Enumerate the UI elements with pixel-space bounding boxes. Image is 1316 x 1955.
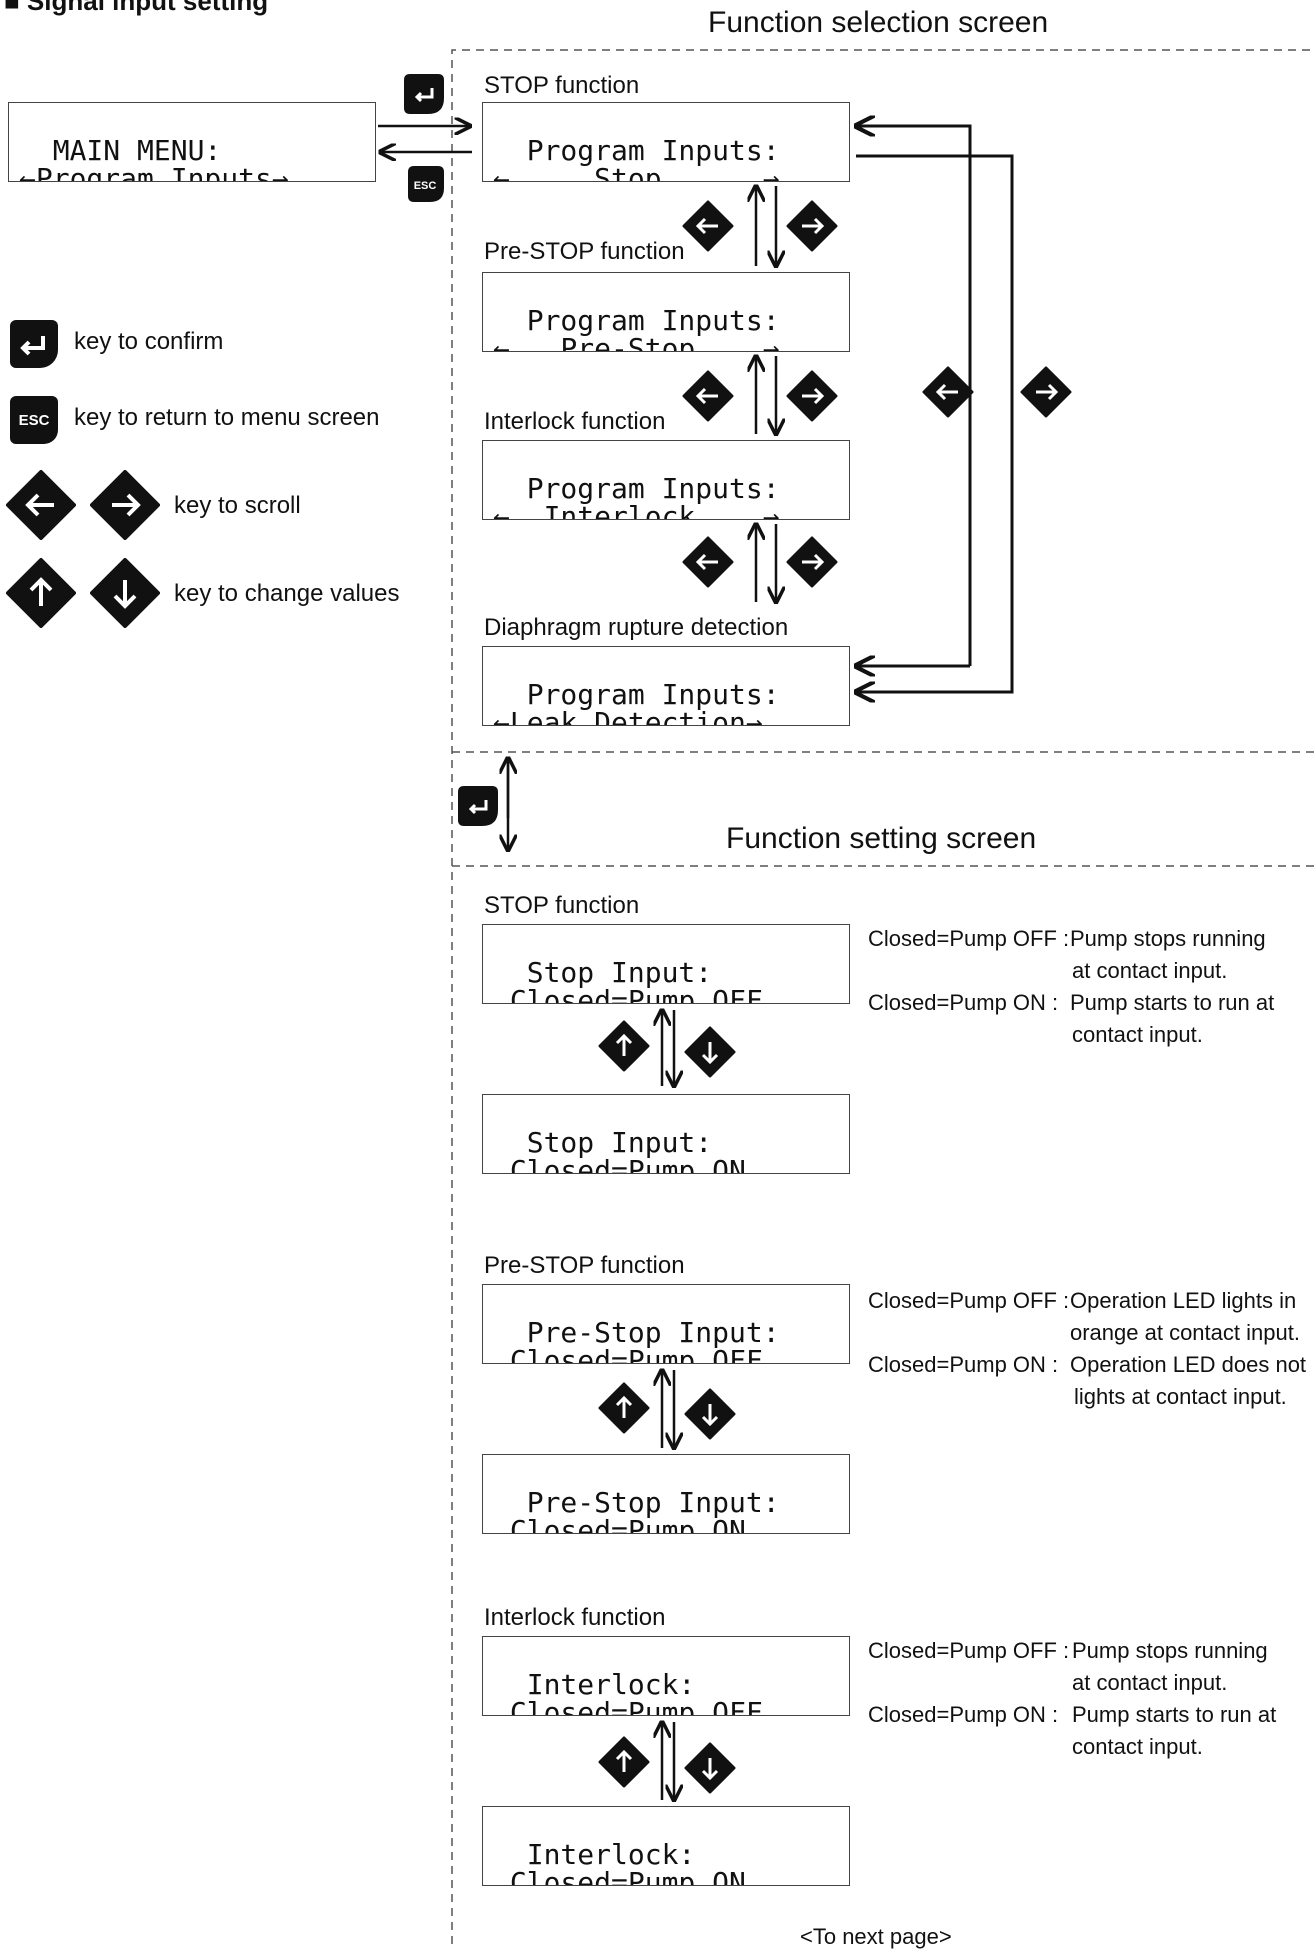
stop-desc-on-text2: contact input. [1072, 1022, 1203, 1047]
pre-stop-desc-on-term: Closed=Pump ON : [868, 1352, 1059, 1377]
interlock-function-display: Program Inputs:← Interlock → [482, 440, 850, 520]
stop-desc-on-text: Pump starts to run at [1070, 990, 1275, 1015]
lcd-line-1: Program Inputs: [526, 678, 780, 711]
stop-input-off-display: Stop Input: Closed=Pump OFF [482, 924, 850, 1004]
lcd-line-1: Pre-Stop Input: [526, 1316, 780, 1349]
pre-stop-function-display: Program Inputs:← Pre-Stop → [482, 272, 850, 352]
left-key-icon [682, 370, 734, 422]
setting-pre-stop-label: Pre-STOP function [484, 1252, 685, 1279]
lcd-line-2: Closed=Pump ON [493, 1154, 746, 1174]
lcd-line-2: ← Interlock → [493, 500, 780, 520]
stop-desc-off-term: Closed=Pump OFF : [868, 926, 1070, 951]
left-key-icon [6, 470, 76, 540]
up-key-icon [598, 1020, 650, 1072]
lcd-line-1: Stop Input: [526, 956, 713, 989]
lcd-line-2: ←Leak Detection→ [493, 706, 763, 726]
right-key-icon [786, 370, 838, 422]
interlock-desc-off-text2: at contact input. [1072, 1670, 1228, 1695]
leak-detection-display: Program Inputs:←Leak Detection→ [482, 646, 850, 726]
lcd-line-1: Interlock: [526, 1838, 696, 1871]
function-selection-header: Function selection screen [708, 6, 1049, 39]
main-menu-display: MAIN MENU:←Program Inputs→ [8, 102, 376, 182]
lcd-line-2: ← Pre-Stop → [493, 332, 780, 352]
interlock-desc-on-text2: contact input. [1072, 1734, 1203, 1759]
stop-desc-on-term: Closed=Pump ON : [868, 990, 1059, 1015]
setting-stop-label: STOP function [484, 892, 640, 919]
setting-interlock-label: Interlock function [484, 1604, 666, 1631]
lcd-line-1: Stop Input: [526, 1126, 713, 1159]
interlock-desc-on-term: Closed=Pump ON : [868, 1702, 1059, 1727]
pre-stop-desc-off-term: Closed=Pump OFF : [868, 1288, 1070, 1313]
pre-stop-desc-off-text: Operation LED lights in [1070, 1288, 1297, 1313]
down-key-icon [684, 1026, 736, 1078]
pre-stop-desc-off-text2: orange at contact input. [1070, 1320, 1300, 1345]
right-key-icon [90, 470, 160, 540]
lcd-line-1: Program Inputs: [526, 134, 780, 167]
lcd-line-1: MAIN MENU: [52, 134, 222, 167]
esc-key-icon: ESC [10, 396, 58, 444]
right-key-icon [786, 536, 838, 588]
lcd-line-1: Pre-Stop Input: [526, 1486, 780, 1519]
lcd-line-2: ←Program Inputs→ [19, 162, 289, 182]
to-next-page-text: <To next page> [800, 1924, 952, 1949]
legend-return-text: key to return to menu screen [74, 404, 380, 431]
pre-stop-desc-on-text2: lights at contact input. [1074, 1384, 1287, 1409]
left-key-icon [922, 366, 974, 418]
lcd-line-2: Closed=Pump ON [493, 1866, 746, 1886]
right-key-icon [1020, 366, 1072, 418]
lcd-line-2: Closed=Pump OFF [493, 1696, 763, 1716]
interlock-off-display: Interlock: Closed=Pump OFF [482, 1636, 850, 1716]
interlock-desc-off-term: Closed=Pump OFF : [868, 1638, 1070, 1663]
section-title: ■ Signal input setting [4, 0, 269, 16]
down-key-icon [684, 1742, 736, 1794]
stop-input-on-display: Stop Input: Closed=Pump ON [482, 1094, 850, 1174]
down-key-icon [684, 1388, 736, 1440]
left-key-icon [682, 536, 734, 588]
legend-scroll-text: key to scroll [174, 492, 301, 519]
interlock-desc-off-text: Pump stops running [1072, 1638, 1268, 1663]
stop-function-label: STOP function [484, 72, 640, 99]
lcd-line-2: Closed=Pump OFF [493, 984, 763, 1004]
stop-function-display: Program Inputs:← Stop → [482, 102, 850, 182]
lcd-line-1: Interlock: [526, 1668, 696, 1701]
pre-stop-function-label: Pre-STOP function [484, 238, 685, 265]
enter-key-icon [10, 320, 58, 368]
pre-stop-desc-on-text: Operation LED does not [1070, 1352, 1307, 1377]
lcd-line-2: Closed=Pump ON [493, 1514, 746, 1534]
lcd-line-1: Program Inputs: [526, 472, 780, 505]
lcd-line-2: ← Stop → [493, 162, 780, 182]
interlock-on-display: Interlock: Closed=Pump ON [482, 1806, 850, 1886]
down-key-icon [90, 558, 160, 628]
lcd-line-1: Program Inputs: [526, 304, 780, 337]
left-key-icon [682, 200, 734, 252]
up-key-icon [598, 1382, 650, 1434]
up-key-icon [6, 558, 76, 628]
lcd-line-2: Closed=Pump OFF [493, 1344, 763, 1364]
legend-confirm-text: key to confirm [74, 328, 224, 355]
pre-stop-input-off-display: Pre-Stop Input: Closed=Pump OFF [482, 1284, 850, 1364]
esc-key-icon: ESC [408, 166, 444, 202]
stop-desc-off-text: Pump stops running [1070, 926, 1266, 951]
right-key-icon [786, 200, 838, 252]
legend-change-text: key to change values [174, 580, 400, 607]
stop-desc-off-text2: at contact input. [1072, 958, 1228, 983]
function-setting-header: Function setting screen [726, 822, 1037, 855]
enter-key-icon [404, 74, 444, 114]
svg-text:ESC: ESC [414, 180, 437, 192]
enter-key-icon [458, 786, 498, 826]
up-key-icon [598, 1736, 650, 1788]
pre-stop-input-on-display: Pre-Stop Input: Closed=Pump ON [482, 1454, 850, 1534]
diaphragm-rupture-label: Diaphragm rupture detection [484, 614, 789, 641]
interlock-desc-on-text: Pump starts to run at [1072, 1702, 1277, 1727]
interlock-function-label: Interlock function [484, 408, 666, 435]
